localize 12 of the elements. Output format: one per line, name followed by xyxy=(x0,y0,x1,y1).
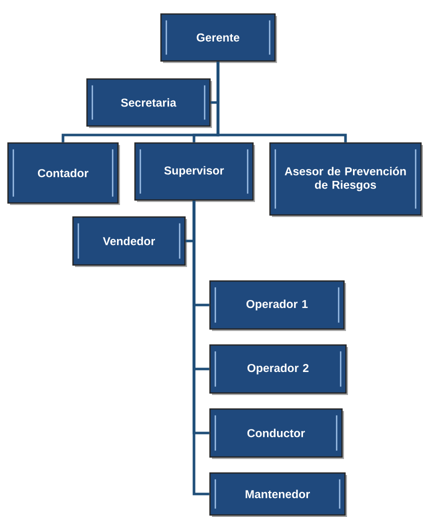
org-box: Asesor de Prevención de Riesgos xyxy=(269,142,423,217)
org-box: Vendedor xyxy=(72,216,187,267)
org-box: Conductor xyxy=(209,408,344,459)
connector-line xyxy=(192,200,210,496)
org-box: Contador xyxy=(7,142,120,205)
org-box: Gerente xyxy=(160,13,277,63)
org-box: Mantenedor xyxy=(209,472,347,517)
org-box: Operador 1 xyxy=(209,280,346,331)
org-box: Operador 2 xyxy=(209,344,348,395)
org-box: Supervisor xyxy=(134,142,255,202)
org-box: Secretaria xyxy=(86,78,212,128)
connector-line xyxy=(216,62,347,142)
